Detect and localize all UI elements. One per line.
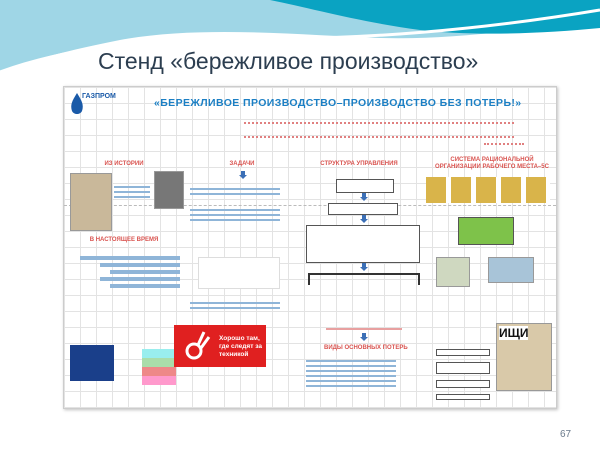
heading-history: ИЗ ИСТОРИИ xyxy=(104,161,144,167)
arrow-down-icon xyxy=(360,193,368,201)
banner-text: Хорошо там, где следят за техникой xyxy=(219,335,262,358)
org-working-group-box xyxy=(306,225,420,263)
portrait-image xyxy=(154,171,184,209)
arrow-down-icon xyxy=(239,171,247,179)
meeting-image xyxy=(488,257,534,283)
quote-text xyxy=(244,122,514,138)
losses-intro xyxy=(326,325,402,333)
org-top-box xyxy=(336,179,394,193)
flow-chart xyxy=(436,343,490,406)
org-branches xyxy=(308,273,420,285)
poster-word: ИЩИ xyxy=(499,326,529,340)
tasks-list xyxy=(190,185,280,224)
arrow-down-icon xyxy=(360,263,368,271)
quote-author xyxy=(484,143,524,145)
ok-hand-icon xyxy=(185,331,211,360)
history-document-image xyxy=(70,173,112,231)
5s-images xyxy=(426,177,550,203)
history-text xyxy=(114,183,150,201)
poster-title: «БЕРЕЖЛИВОЕ ПРОИЗВОДСТВО–ПРОИЗВОДСТВО БЕ… xyxy=(154,97,522,109)
arrow-down-icon xyxy=(360,215,368,223)
tasks-list-2 xyxy=(190,299,280,312)
losses-list xyxy=(306,357,396,390)
heading-tasks: ЗАДАЧИ xyxy=(229,161,255,167)
heading-5s-system: СИСТЕМА РАЦИОНАЛЬНОЙ ОРГАНИЗАЦИИ РАБОЧЕГ… xyxy=(435,157,549,170)
heading-present: В НАСТОЯЩЕЕ ВРЕМЯ xyxy=(89,237,159,243)
maintenance-banner: Хорошо там, где следят за техникой xyxy=(174,325,266,367)
equipment-diagram xyxy=(458,217,514,245)
org-mid-box xyxy=(328,203,398,215)
header-wave-decoration xyxy=(0,0,600,74)
arrow-down-icon xyxy=(360,333,368,341)
training-image xyxy=(436,257,470,287)
page-number: 67 xyxy=(560,429,572,440)
slide-title: Стенд «бережливое производство» xyxy=(98,48,479,74)
logo-text: ГАЗПРОМ xyxy=(82,93,116,100)
heading-losses: ВИДЫ ОСНОВНЫХ ПОТЕРЬ xyxy=(324,345,408,351)
lean-production-poster: ГАЗПРОМ «БЕРЕЖЛИВОЕ ПРОИЗВОДСТВО–ПРОИЗВО… xyxy=(63,86,557,409)
divider xyxy=(64,205,556,206)
heading-structure: СТРУКТУРА УПРАВЛЕНИЯ xyxy=(320,161,398,167)
iceberg-image xyxy=(70,345,114,381)
pyramid-image xyxy=(142,349,176,385)
gazprom-logo xyxy=(70,93,116,121)
present-timeline xyxy=(80,253,180,291)
problem-prevention-card xyxy=(198,257,280,289)
motivational-poster: ИЩИ xyxy=(496,323,552,391)
